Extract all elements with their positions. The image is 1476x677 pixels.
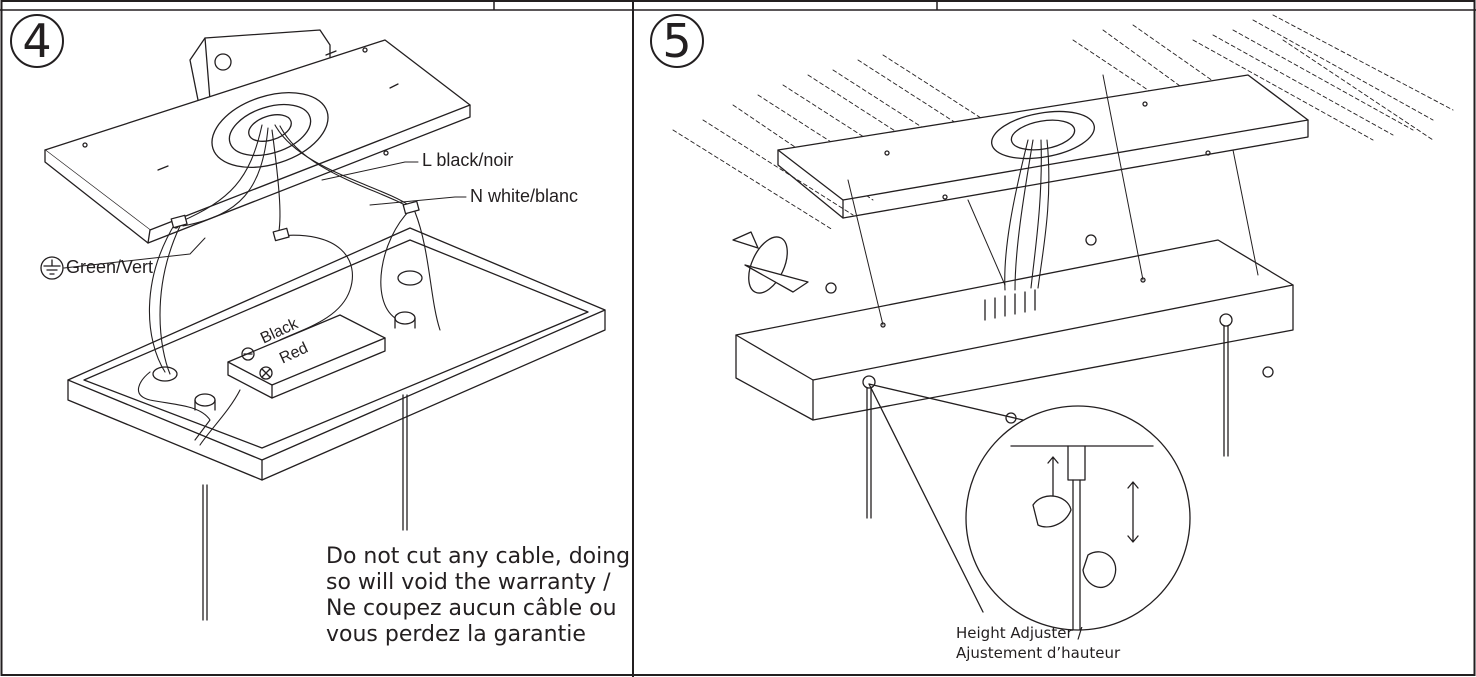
step-5-panel: 5 Height Adjuster / Ajustement d’hauteur [633, 0, 1476, 677]
plus-circle-icon [259, 366, 273, 380]
wire-label-ground: Green/Vert [66, 257, 154, 277]
height-adjuster-caption: Height Adjuster / Ajustement d’hauteur [956, 623, 1120, 663]
minus-circle-icon [241, 347, 255, 361]
caption-line: Ajustement d’hauteur [956, 644, 1121, 662]
warranty-note-line: so will void the warranty / [326, 570, 611, 595]
step-4-panel: 4 L black/noir N white/blanc Green/Vert … [0, 0, 633, 677]
suspension-cables [202, 394, 408, 621]
leader-lines [63, 161, 467, 269]
suspension-cables [866, 325, 1229, 519]
warranty-note-line: vous perdez la garantie [326, 622, 586, 647]
support-lines [847, 74, 1259, 326]
step-5-number: 5 [650, 14, 704, 68]
warranty-note: Do not cut any cable, doing so will void… [326, 544, 630, 648]
step-4-illustration [40, 29, 606, 621]
ceiling-mounting-plate [777, 74, 1309, 219]
ceiling-hatching [672, 14, 1454, 231]
warranty-note-line: Do not cut any cable, doing [326, 544, 631, 569]
screws [825, 234, 1274, 424]
wire-label-live: L black/noir [422, 150, 514, 170]
warranty-note-line: Ne coupez aucun câble ou [326, 596, 617, 621]
height-adjuster-detail [868, 383, 1191, 631]
fixture-body [735, 239, 1294, 421]
wire-connectors [170, 200, 420, 242]
power-wires [1004, 139, 1050, 291]
wire-label-neutral: N white/blanc [470, 186, 579, 206]
mounting-plate [44, 39, 471, 244]
caption-line: Height Adjuster / [956, 624, 1083, 642]
ground-symbol-icon [40, 256, 64, 280]
connection-wires [138, 124, 441, 446]
vent-slots [984, 289, 1036, 321]
rotation-arrow-icon [732, 231, 809, 294]
step-5-illustration [672, 14, 1454, 631]
step-4-number: 4 [10, 14, 64, 68]
terminal-posts [152, 270, 423, 411]
